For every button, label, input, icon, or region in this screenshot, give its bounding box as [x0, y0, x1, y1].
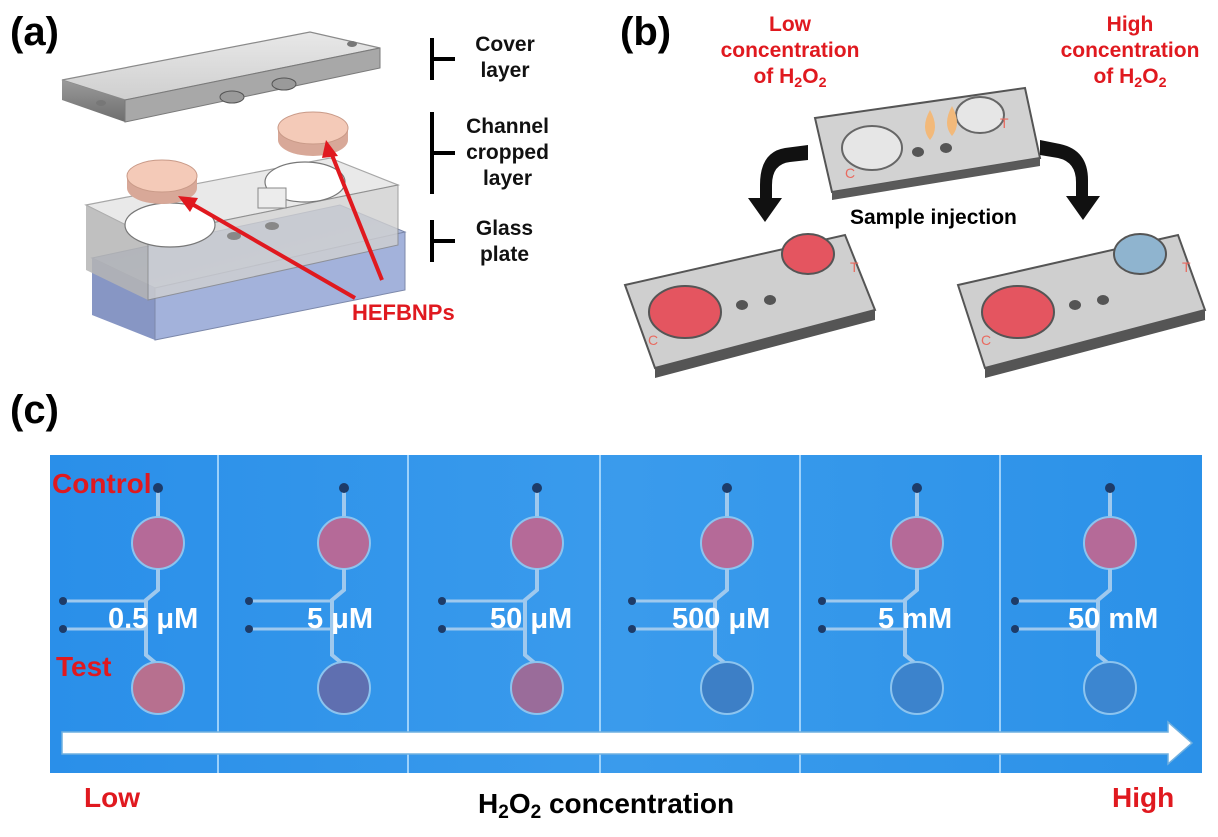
panel-a-label: (a) [10, 10, 59, 54]
side-port [628, 597, 636, 605]
inlet-port [532, 483, 542, 493]
side-port [59, 625, 67, 633]
side-port [628, 625, 636, 633]
test-zone [700, 661, 754, 715]
high-end-label: High [1112, 782, 1175, 813]
branch-arrows [748, 140, 1100, 222]
hefbnp-label: HEFBNPs [352, 300, 455, 325]
side-port [818, 625, 826, 633]
side-port [438, 597, 446, 605]
test-zone [510, 661, 564, 715]
chip-high-control-zone: C [981, 332, 991, 348]
chip-top: C T [813, 86, 1042, 200]
side-port [1011, 597, 1019, 605]
side-port [438, 625, 446, 633]
panel-c-label: (c) [10, 388, 59, 432]
side-port [245, 625, 253, 633]
panel-b-label: (b) [620, 10, 672, 54]
chip-high: C T [956, 233, 1207, 378]
inlet-port [339, 483, 349, 493]
concentration-label-1: 0.5 μM [108, 603, 199, 635]
concentration-label-4: 500 μM [672, 603, 771, 635]
inlet-port [153, 483, 163, 493]
control-zone [700, 516, 754, 570]
channel-layer [84, 157, 401, 301]
axis-title: H2O2 concentration [478, 788, 735, 824]
concentration-label-2: 5 μM [307, 603, 374, 635]
test-label: Test [56, 651, 112, 682]
chip-low: C T [623, 233, 877, 378]
control-zone [317, 516, 371, 570]
chip-top-control-zone: C [845, 165, 855, 181]
test-zone [890, 661, 944, 715]
chip-top-test-zone: T [1000, 115, 1009, 131]
control-zone [131, 516, 185, 570]
control-zone [1083, 516, 1137, 570]
concentration-arrow [61, 720, 1194, 766]
test-zone [1083, 661, 1137, 715]
control-zone [510, 516, 564, 570]
concentration-label-5: 5 mM [878, 603, 953, 635]
sample-injection-label: Sample injection [850, 206, 1017, 229]
inlet-port [722, 483, 732, 493]
high-concentration-label: High concentration of H2O2 [1060, 13, 1200, 91]
chip-high-test-zone: T [1182, 259, 1191, 275]
concentration-label-6: 50 mM [1068, 603, 1159, 635]
low-concentration-label: Low concentration of H2O2 [720, 13, 860, 91]
chip-low-test-zone: T [850, 259, 859, 275]
control-zone [890, 516, 944, 570]
test-zone [317, 661, 371, 715]
hefbnp-disc-left [126, 159, 198, 204]
sensor-units [59, 483, 1137, 715]
hefbnp-disc-right [277, 111, 349, 156]
test-zone [131, 661, 185, 715]
hefbnp-arrows [178, 140, 384, 300]
side-port [818, 597, 826, 605]
concentration-label-3: 50 μM [490, 603, 573, 635]
chip-strip-background [50, 455, 1202, 773]
side-port [59, 597, 67, 605]
cover-layer [61, 31, 381, 123]
side-port [1011, 625, 1019, 633]
inlet-port [1105, 483, 1115, 493]
inlet-port [912, 483, 922, 493]
chip-low-control-zone: C [648, 332, 658, 348]
side-port [245, 597, 253, 605]
layer-brackets [430, 38, 455, 262]
chip-separators [217, 455, 1001, 773]
low-end-label: Low [84, 782, 140, 813]
control-label: Control [52, 468, 152, 499]
